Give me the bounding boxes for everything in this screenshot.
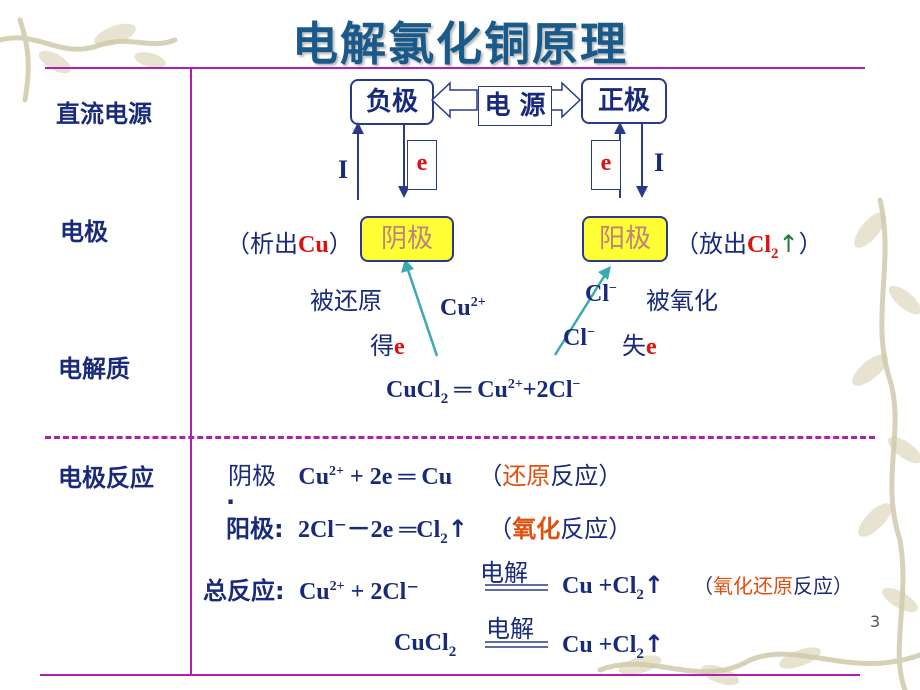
lose-electron-label: 失e xyxy=(622,332,657,360)
page-title: 电解氯化铜原理 xyxy=(292,17,628,71)
cathode-note: （析出Cu） xyxy=(226,230,353,258)
total-reaction-type: （氧化还原反应） xyxy=(693,574,853,598)
cathode-box: 阴极 xyxy=(360,216,454,262)
dissociation-equation: CuCl2 ═ Cu2++2Cl− xyxy=(386,377,581,407)
electron-label-left: e xyxy=(407,140,437,190)
label-electrode-reaction: 电极反应 xyxy=(58,464,154,492)
header-divider xyxy=(45,67,865,69)
page-number: 3 xyxy=(870,612,881,631)
cl-ion-label-top: Cl− xyxy=(585,281,617,307)
section-divider xyxy=(45,436,875,439)
footer-divider xyxy=(40,674,860,676)
total-electrolysis-label: 电解 xyxy=(480,559,528,587)
label-electrode: 电极 xyxy=(60,218,108,246)
electron-label-right: e xyxy=(591,140,621,190)
label-power-supply: 直流电源 xyxy=(56,100,152,128)
anode-box: 阳极 xyxy=(582,216,668,262)
reduced-label: 被还原 xyxy=(310,287,382,315)
overall-equation-rhs: Cu +Cl2↑ xyxy=(562,630,664,662)
gain-electron-label: 得e xyxy=(370,332,405,360)
cu-ion-label: Cu2+ xyxy=(440,295,486,321)
overall-electrolysis-label: 电解 xyxy=(486,615,534,643)
label-electrolyte: 电解质 xyxy=(58,355,130,383)
negative-terminal: 负极 xyxy=(350,79,434,125)
oxidized-label: 被氧化 xyxy=(646,287,718,315)
current-label-left: I xyxy=(338,155,349,184)
positive-terminal: 正极 xyxy=(581,78,667,124)
anode-reaction: 阳极: 2Cl⁻－2e ═Cl2↑ （氧化反应） xyxy=(226,515,633,547)
anode-note: （放出Cl2↑） xyxy=(675,230,823,262)
cl-ion-label-bottom: Cl− xyxy=(563,325,595,351)
power-source-label: 电 源 xyxy=(478,86,552,126)
total-reaction-products: Cu +Cl2↑ xyxy=(562,571,664,603)
cathode-reaction: 阴极 Cu2+ + 2e ═ Cu （还原反应） xyxy=(228,462,623,490)
dot-mark: · xyxy=(226,488,236,516)
overall-equation-lhs: CuCl2 xyxy=(394,630,457,660)
column-divider xyxy=(190,67,192,675)
total-reaction: 总反应: Cu2+ + 2Cl⁻ xyxy=(203,577,419,605)
current-label-right: I xyxy=(654,148,665,177)
